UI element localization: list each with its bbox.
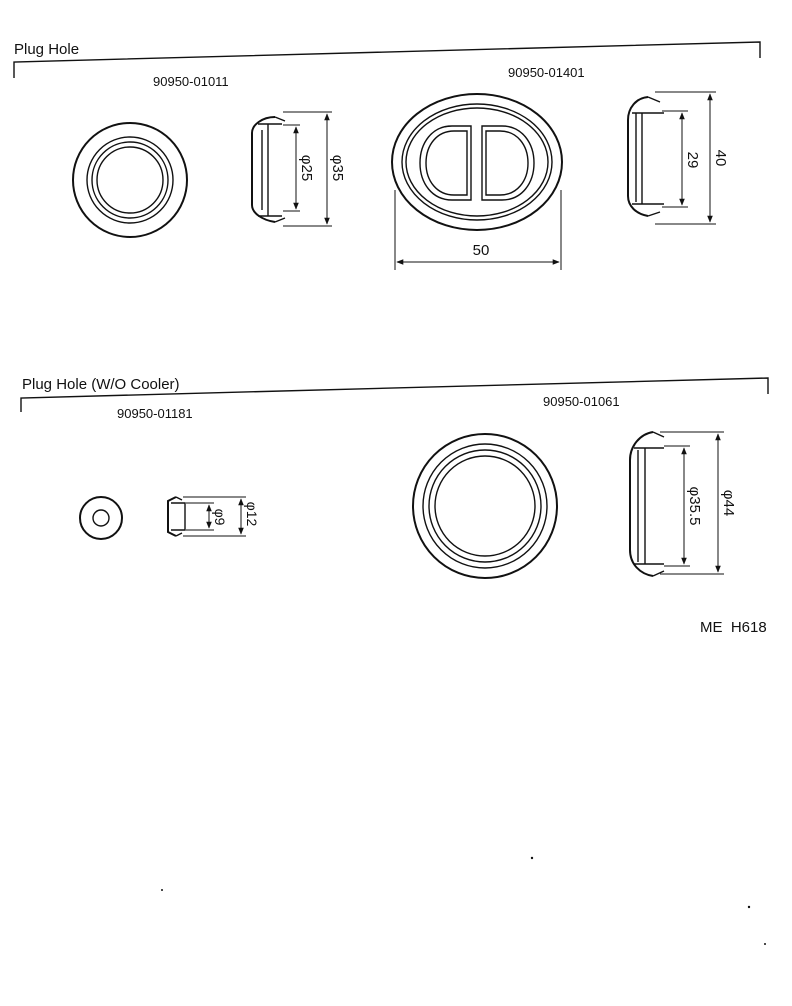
large-plug-side-view [629, 431, 665, 577]
part-number-90950-01401: 90950-01401 [508, 65, 585, 80]
section-bracket-plug-hole [13, 41, 761, 78]
section-bracket-plug-hole-wo-cooler [20, 377, 769, 412]
dim-label-phi25: φ25 [298, 155, 315, 181]
reference-code: ME H618 [700, 619, 767, 636]
plug-front-view [72, 122, 188, 238]
dim-label-phi35: φ35 [329, 155, 346, 181]
oval-plug-front-view [391, 93, 563, 231]
part-90950-01061: 90950-01061 φ35.5 [412, 394, 737, 579]
section-title-plug-hole-wo-cooler: Plug Hole (W/O Cooler) [22, 376, 180, 393]
dim-label-phi44: φ44 [720, 490, 737, 516]
dim-label-phi35-5: φ35.5 [686, 487, 703, 526]
part-90950-01181: 90950-01181 φ9 φ12 [79, 406, 260, 540]
oval-plug-side-view [627, 96, 664, 217]
dim-label-phi9: φ9 [212, 509, 228, 526]
section-title-plug-hole: Plug Hole [14, 41, 79, 58]
dim-label-phi12: φ12 [244, 502, 260, 527]
section-plug-hole: Plug Hole 90950-01011 [13, 41, 761, 270]
plug-side-view [251, 116, 286, 223]
dimension-lines-90950-01181 [183, 496, 246, 537]
dimension-lines-90950-01061 [660, 431, 724, 575]
dim-label-50: 50 [473, 242, 490, 259]
section-plug-hole-wo-cooler: Plug Hole (W/O Cooler) 90950-01181 [20, 376, 769, 579]
scan-specks [161, 856, 766, 945]
dimension-lines-90950-01401 [394, 91, 716, 270]
large-plug-front-view [412, 433, 558, 579]
part-number-90950-01181: 90950-01181 [117, 406, 193, 421]
part-90950-01401: 90950-01401 [391, 65, 729, 270]
dimension-lines-90950-01011 [283, 111, 332, 227]
small-plug-front-view [79, 496, 123, 540]
dim-label-40: 40 [712, 150, 729, 167]
part-number-90950-01061: 90950-01061 [543, 394, 620, 409]
part-number-90950-01011: 90950-01011 [153, 74, 229, 89]
small-plug-side-view [167, 496, 186, 537]
dim-label-29: 29 [684, 152, 701, 169]
part-90950-01011: 90950-01011 φ25 [72, 74, 346, 238]
